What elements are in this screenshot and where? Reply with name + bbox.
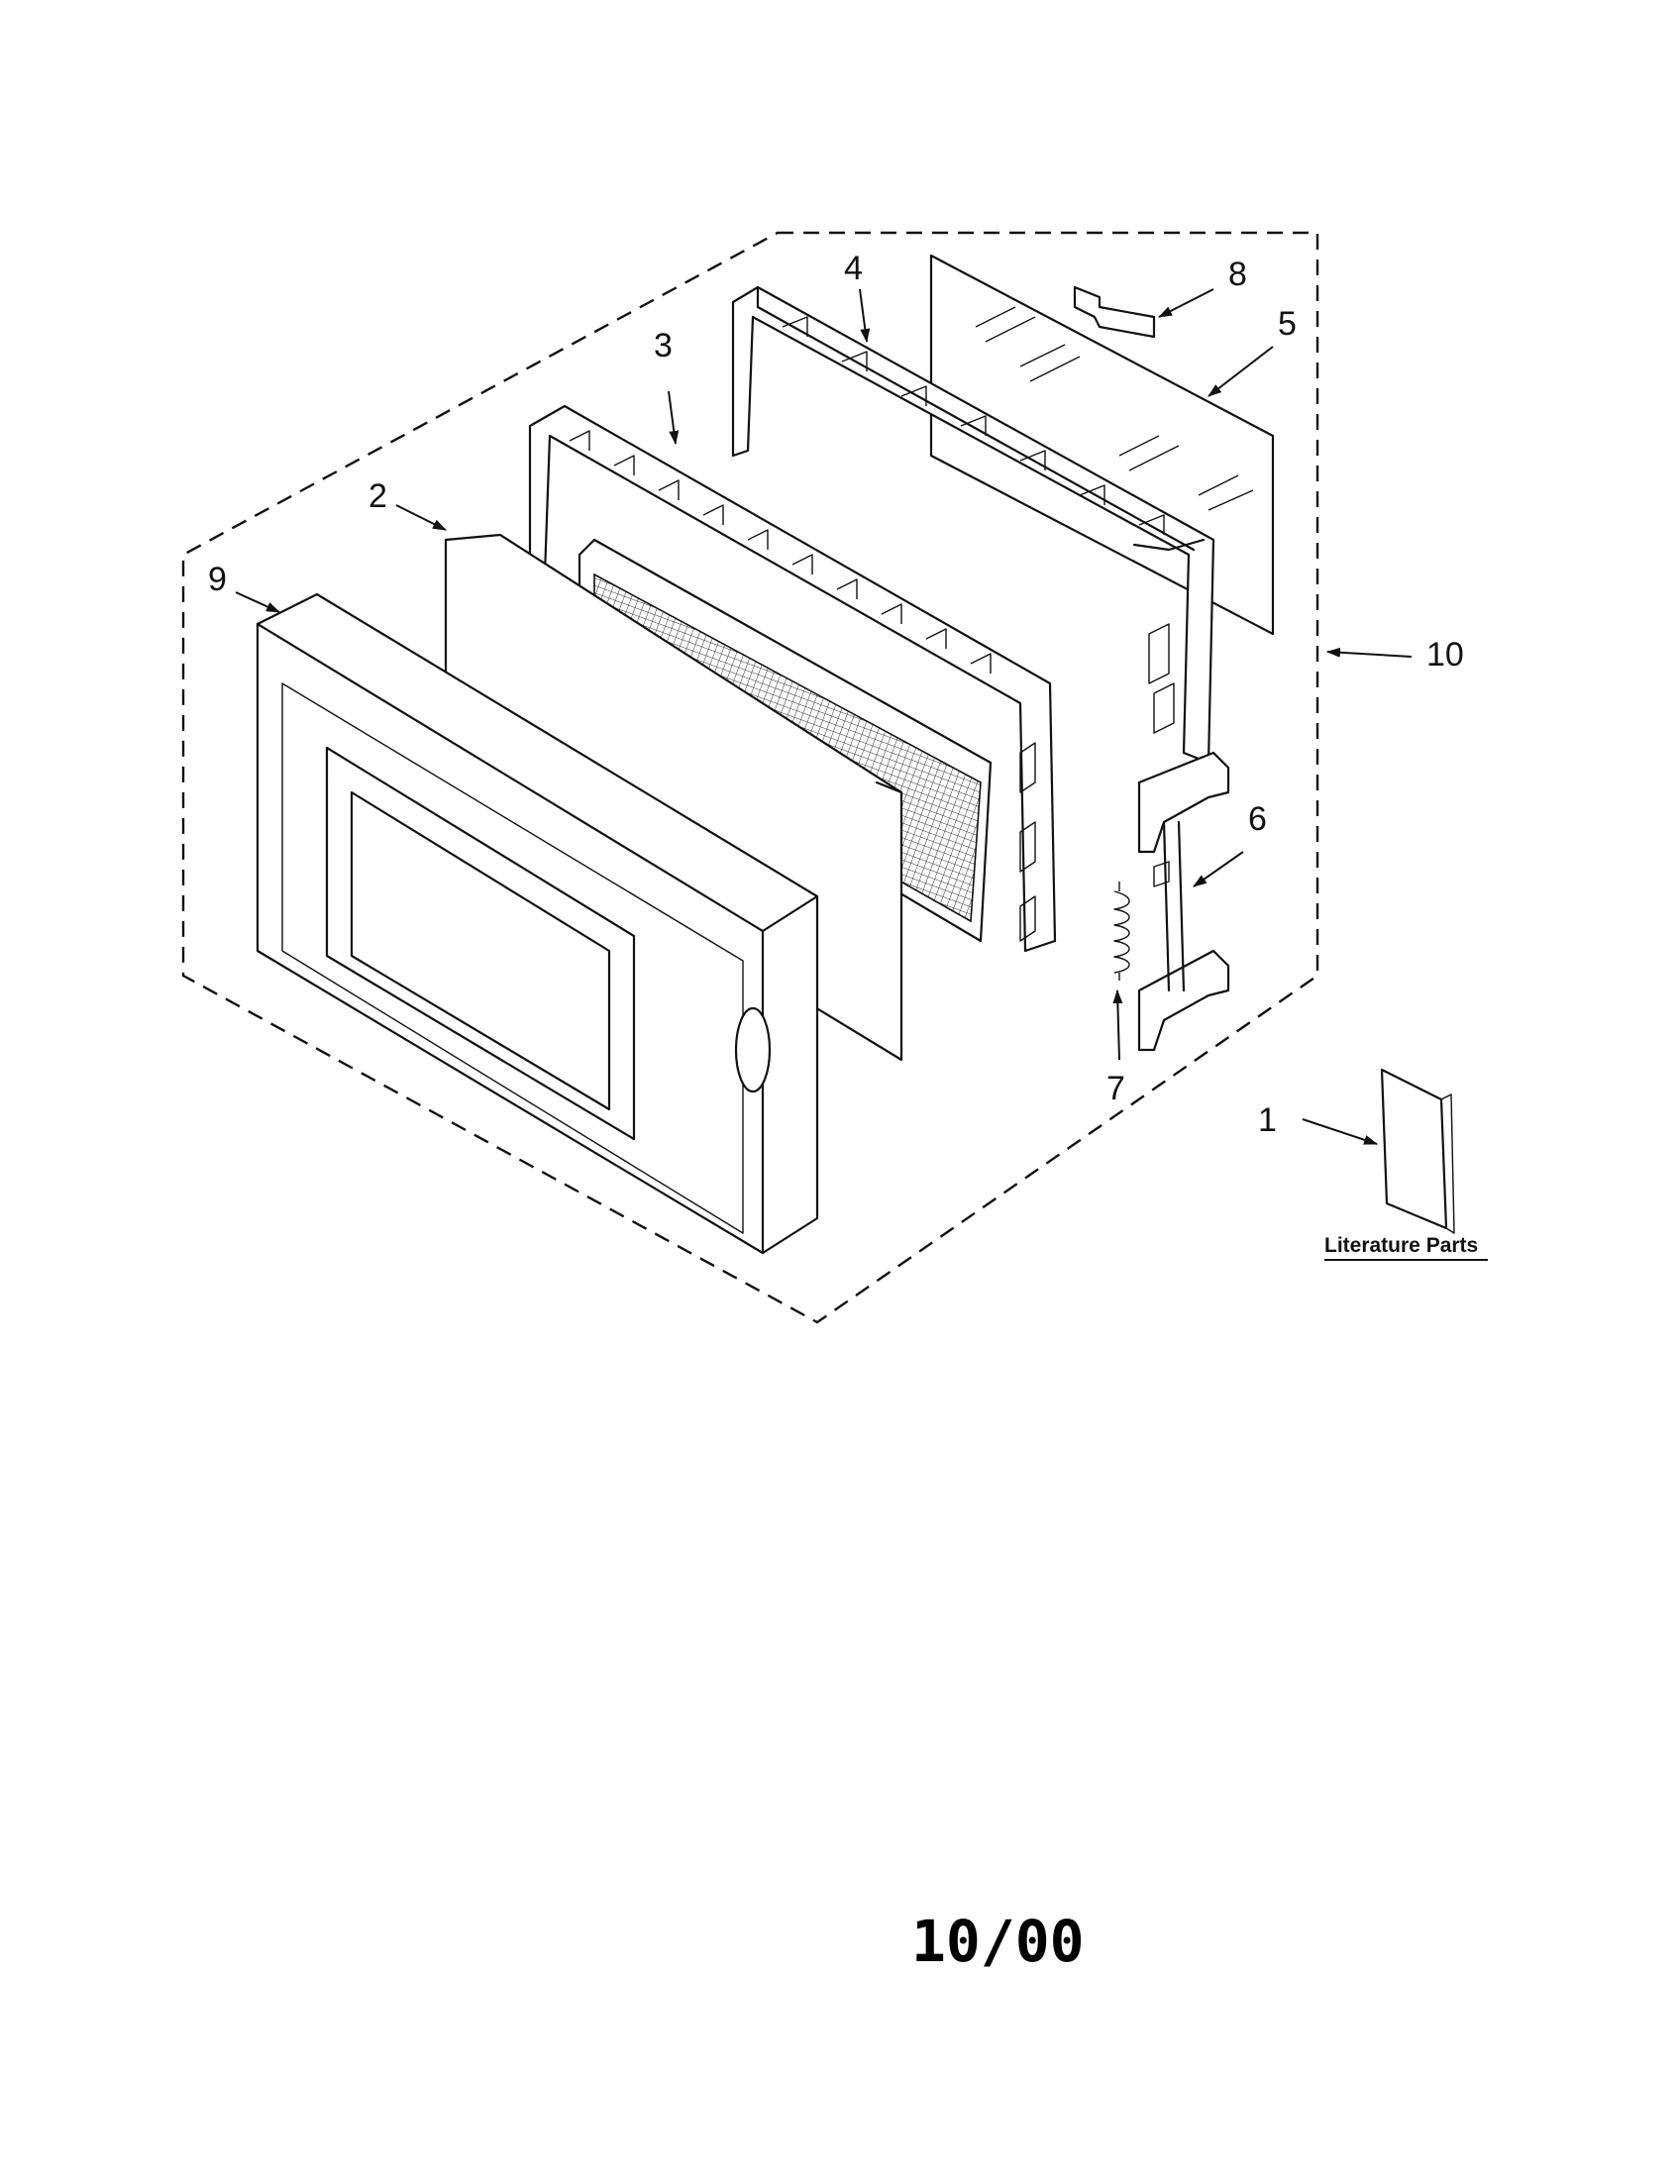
callout-arrow-8 — [1158, 288, 1214, 318]
callout-arrow-4 — [859, 288, 871, 343]
callout-8: 8 — [1228, 256, 1247, 293]
part-4-inner-frame — [731, 285, 1215, 765]
callout-arrow-5 — [1208, 346, 1274, 397]
callout-arrow-9 — [235, 591, 280, 613]
part-6-latch — [1137, 751, 1230, 1052]
callout-7: 7 — [1106, 1070, 1125, 1107]
callout-10: 10 — [1426, 636, 1464, 674]
callout-5: 5 — [1278, 305, 1297, 343]
callout-arrow-3 — [668, 390, 680, 445]
callout-arrow-1 — [1302, 1118, 1378, 1145]
part-9-door-front — [256, 592, 819, 1255]
literature-parts-label: Literature Parts — [1324, 1234, 1478, 1257]
part-7-spring — [1113, 882, 1130, 981]
callout-arrow-10 — [1326, 647, 1413, 658]
callout-1: 1 — [1258, 1101, 1277, 1139]
callout-6: 6 — [1248, 800, 1267, 838]
callout-arrow-6 — [1193, 851, 1244, 887]
callout-3: 3 — [654, 327, 673, 364]
assembly-boundary — [181, 231, 1319, 1324]
callout-4: 4 — [844, 250, 863, 287]
part-1-literature — [1380, 1068, 1455, 1234]
date-code: 10/00 — [911, 1908, 1085, 1975]
part-8-bracket — [1073, 285, 1156, 339]
callout-arrow-2 — [395, 504, 447, 531]
callout-9: 9 — [208, 561, 227, 598]
callout-2: 2 — [368, 477, 387, 515]
callout-arrow-7 — [1112, 989, 1123, 1061]
